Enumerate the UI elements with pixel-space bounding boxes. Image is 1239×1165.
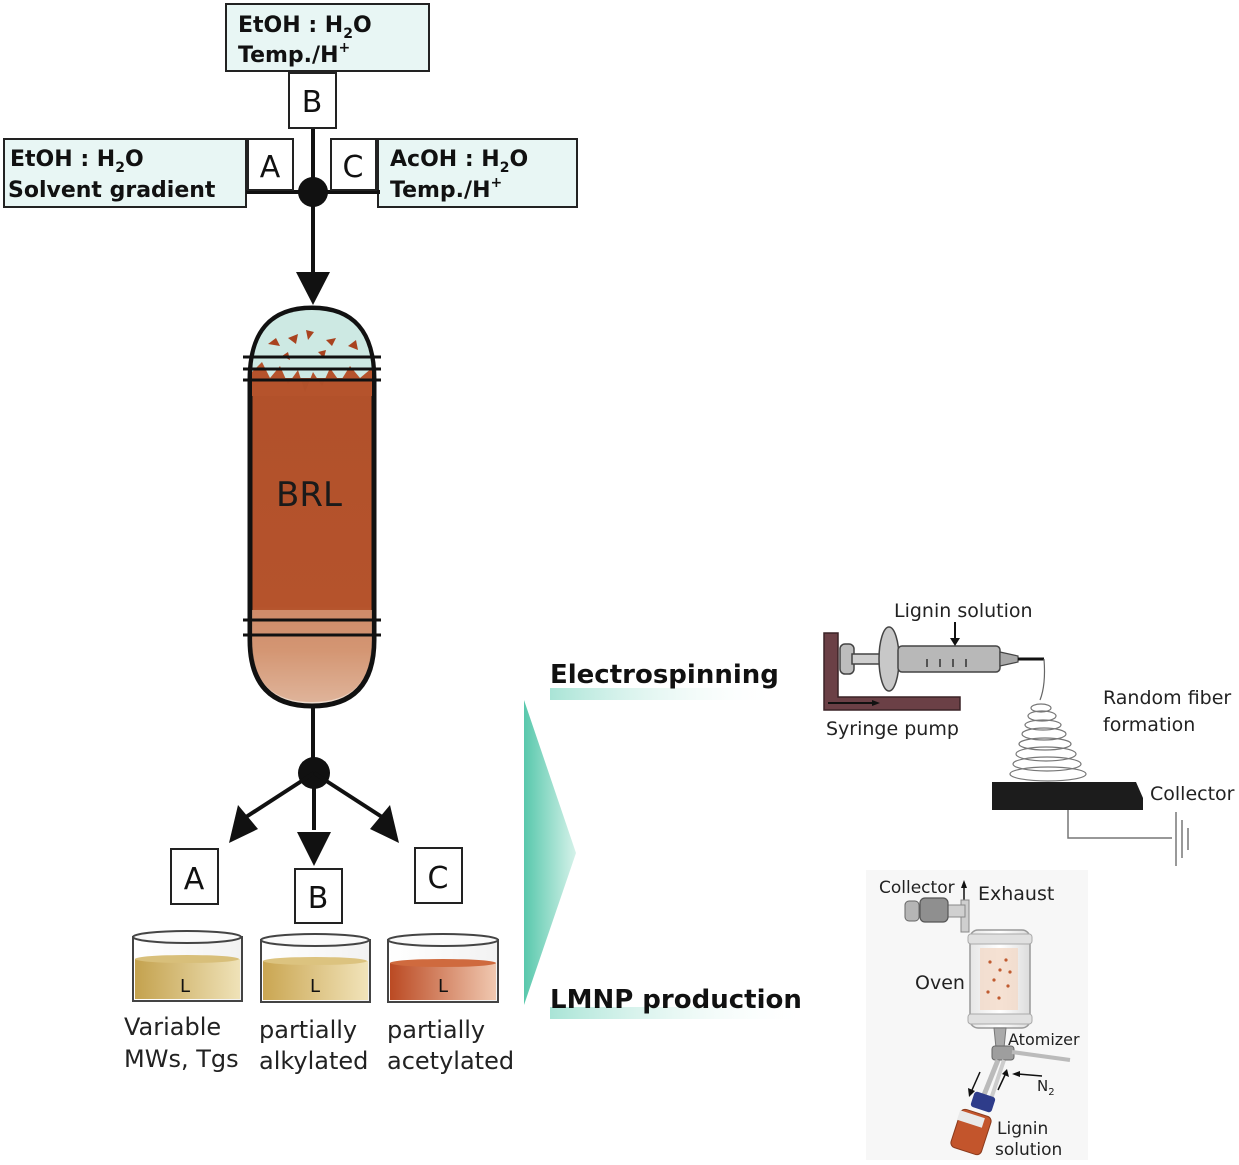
svg-text:A: A (184, 862, 205, 897)
input-c-line2: Temp./H (390, 178, 490, 203)
output-a-letter-box: A (170, 848, 219, 905)
label-lmnp-lignin-1: Lignin (997, 1119, 1048, 1139)
arrow-down-icon (950, 638, 960, 646)
arrow-left-icon (1012, 1071, 1020, 1077)
label-lignin-solution: Lignin solution (894, 600, 1033, 622)
label-atomizer: Atomizer (1008, 1030, 1080, 1049)
input-a-line1: EtOH : H (10, 147, 115, 172)
svg-text:B: B (308, 881, 329, 916)
output-a-vessel: L (132, 930, 243, 1002)
output-c-caption-1: partially (387, 1016, 485, 1044)
svg-text:EtOH : H2O: EtOH : H2O (10, 147, 144, 176)
bottle-cap (970, 1091, 996, 1113)
svg-text:C: C (343, 150, 364, 185)
label-random-fiber-2: formation (1103, 714, 1195, 736)
svg-text:A: A (260, 150, 281, 185)
svg-text:EtOH : H2O: EtOH : H2O (238, 13, 372, 42)
application-arrow-icon (524, 700, 576, 1005)
collector-plate (992, 782, 1143, 810)
reactor-label: BRL (276, 475, 342, 515)
svg-text:L: L (438, 976, 448, 997)
svg-text:AcOH : H2O: AcOH : H2O (390, 147, 528, 176)
label-n2: N2 (1037, 1077, 1055, 1098)
label-exhaust: Exhaust (978, 883, 1054, 905)
input-a-box: EtOH : H2O Solvent gradient (3, 138, 247, 208)
lmnp-heading: LMNP production (550, 985, 810, 1019)
svg-text:Temp./H+: Temp./H+ (238, 40, 350, 68)
input-c-line1: AcOH : H (390, 147, 500, 172)
label-syringe-pump: Syringe pump (826, 718, 959, 740)
input-b-box: EtOH : H2O Temp./H+ (225, 3, 430, 72)
output-c-caption-2: acetylated (387, 1047, 514, 1075)
input-c-letter-box: C (330, 138, 377, 191)
output-c-vessel: L (387, 933, 499, 1003)
input-c-box: AcOH : H2O Temp./H+ (377, 138, 578, 208)
output-a-caption-2: MWs, Tgs (124, 1045, 239, 1073)
label-lmnp-collector: Collector (879, 878, 955, 898)
output-b-caption-2: alkylated (259, 1047, 368, 1075)
label-collector: Collector (1150, 783, 1235, 805)
svg-text:Temp./H+: Temp./H+ (390, 175, 502, 203)
label-lmnp-lignin-2: solution (995, 1140, 1062, 1160)
label-random-fiber-1: Random fiber (1103, 687, 1231, 709)
arrow-up-icon (1002, 1069, 1009, 1077)
output-a-caption-1: Variable (124, 1013, 221, 1041)
reactor-column: BRL (243, 305, 381, 709)
svg-text:B: B (302, 85, 323, 120)
input-b-line2: Temp./H (238, 43, 338, 68)
arrow-down-right-icon (370, 805, 399, 843)
svg-text:L: L (180, 976, 190, 997)
electrospinning-heading: Electrospinning (550, 660, 780, 700)
svg-text:L: L (310, 976, 320, 997)
arrow-down-icon (296, 272, 330, 305)
svg-text:Electrospinning: Electrospinning (550, 660, 779, 690)
svg-text:LMNP production: LMNP production (550, 985, 802, 1015)
cyclone-collector (919, 897, 949, 923)
input-a-letter-box: A (247, 138, 294, 191)
output-manifold (229, 706, 399, 866)
output-b-caption-1: partially (259, 1016, 357, 1044)
arrow-up-icon (961, 880, 967, 888)
input-manifold (246, 128, 380, 305)
fiber-spiral (1009, 703, 1087, 782)
output-c-letter-box: C (414, 847, 463, 904)
arrow-down-icon (968, 1088, 975, 1097)
output-b-vessel: L (260, 933, 371, 1003)
svg-text:C: C (428, 861, 449, 896)
electrospinning-setup: Lignin solution Syringe pump Random fibe… (823, 600, 1235, 866)
input-b-letter-box: B (288, 72, 337, 129)
syringe-barrel (897, 645, 1001, 673)
lmnp-setup: Collector Exhaust Oven Atomizer N2 Ligni… (866, 870, 1088, 1160)
input-a-line2: Solvent gradient (8, 178, 216, 203)
label-oven: Oven (915, 972, 965, 994)
arrow-down-icon (297, 832, 331, 866)
arrow-down-left-icon (229, 805, 258, 843)
input-b-line1: EtOH : H (238, 13, 343, 38)
output-b-letter-box: B (294, 868, 343, 924)
